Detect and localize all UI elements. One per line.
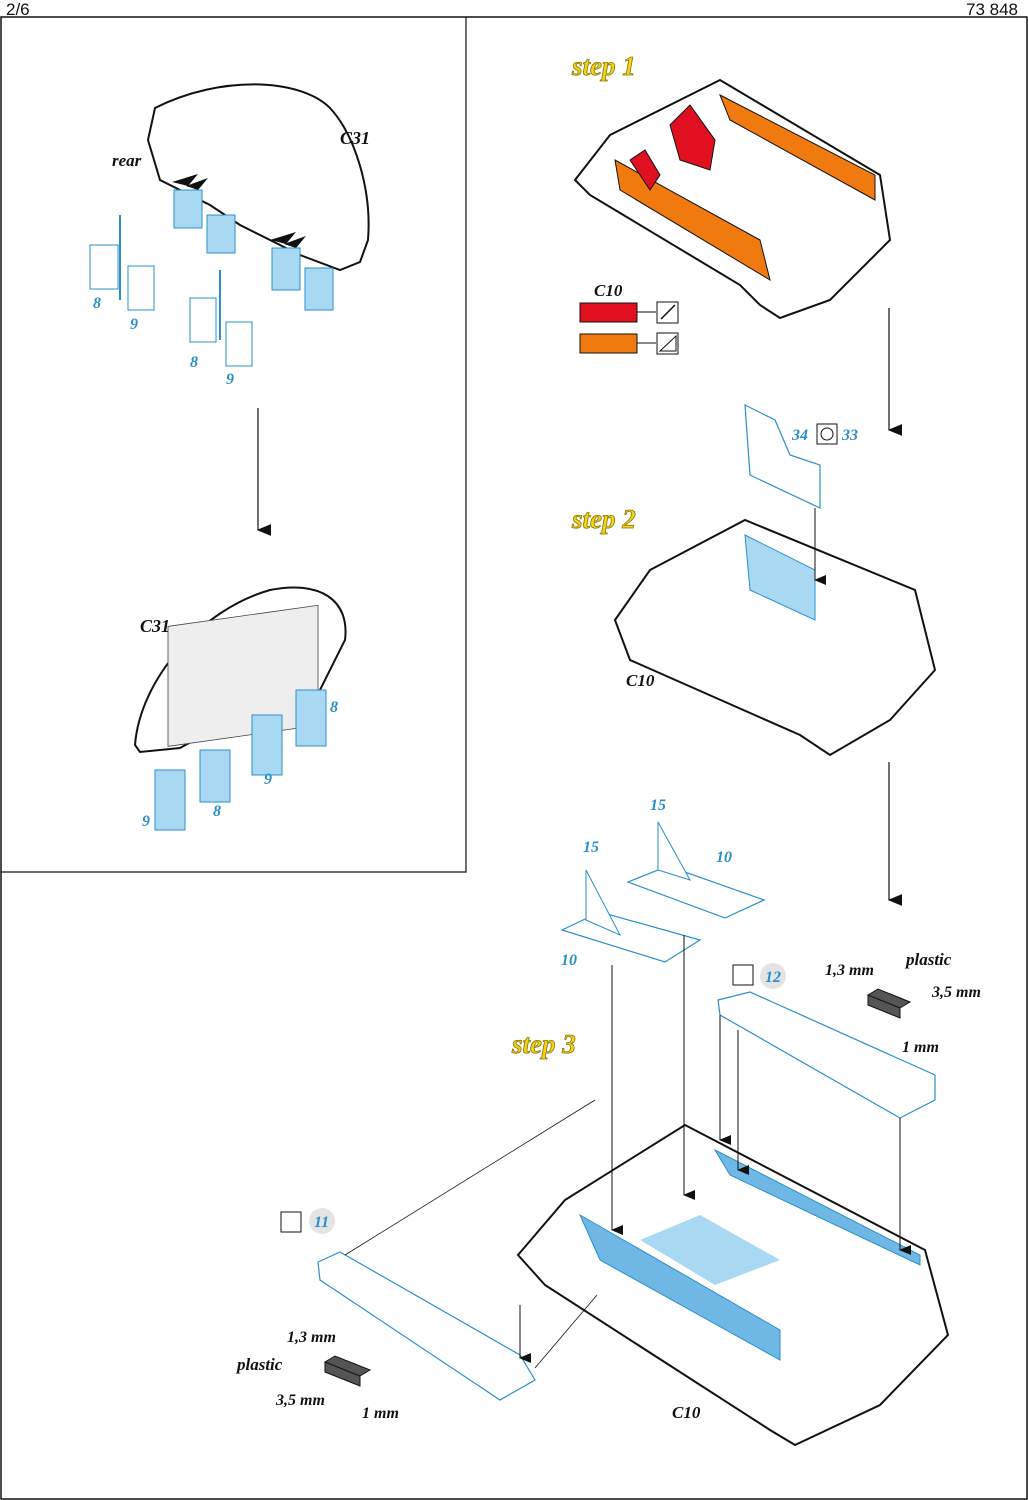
pe-label-9: 9 [142,813,150,830]
plastic-height-right: 1 mm [902,1039,939,1056]
rear-label: rear [112,151,142,170]
direction-arrow-icon [172,174,208,190]
pe-label-12: 12 [765,969,781,986]
step-2-title: step 2 [571,504,636,534]
both-sides-icon-glyph [820,427,834,441]
pe-panel-group-top [89,189,334,367]
page-number: 2/6 [6,0,30,19]
pe-badge-11 [309,1208,335,1234]
direction-arrow-icon [270,232,306,248]
plastic-width-right: 1,3 mm [825,962,874,979]
hatch-icon-glyph [658,334,677,352]
plastic-label-right: plastic [904,950,952,969]
bend-icon [280,1211,302,1233]
page-border [0,16,1028,1500]
pe-label-8: 8 [93,295,101,312]
c10-tub-step1 [573,78,892,320]
pe-label-34: 34 [791,427,808,444]
brush-icon-glyph [660,304,676,320]
pe-instrument-strip-11 [317,1251,536,1401]
pe-label-10: 10 [561,952,577,969]
leader-line [344,1099,596,1256]
pe-floor-plates [560,821,766,963]
pe-label-8: 8 [190,354,198,371]
plastic-height-left: 1 mm [362,1405,399,1422]
c10-tub-step3 [516,1123,950,1447]
left-panel-border [1,17,467,873]
plastic-length-right: 3,5 mm [931,984,981,1001]
plastic-strip-left [323,1355,372,1387]
pe-label-9: 9 [264,771,272,788]
plastic-label-left: plastic [235,1355,283,1374]
pe-label-8: 8 [213,803,221,820]
bend-icon [732,964,754,986]
plastic-width-left: 1,3 mm [287,1329,336,1346]
pe-panel-group-bottom [154,689,327,831]
plastic-length-left: 3,5 mm [275,1392,325,1409]
part-label-c31-top: C31 [340,128,370,148]
pe-badge-12 [760,963,786,989]
c31-panel-assembled [133,586,347,754]
pe-label-9: 9 [130,316,138,333]
leader-line [534,1294,598,1369]
c10-tub-step2 [613,518,937,757]
part-label-c10-step2: C10 [626,671,655,690]
pe-label-15: 15 [650,797,666,814]
step-1-title: step 1 [571,51,636,81]
pe-label-11: 11 [314,1214,329,1231]
pe-label-10: 10 [716,849,732,866]
pe-plate-34 [744,403,821,509]
pe-label-15: 15 [583,839,599,856]
sheet-code: 73 848 [966,0,1018,19]
pe-label-9: 9 [226,371,234,388]
part-label-c31-bottom: C31 [140,616,170,636]
part-label-c10-step1: C10 [594,281,623,300]
color-swatch-red [579,302,638,323]
part-label-c10-step3: C10 [672,1403,701,1422]
color-swatch-orange [579,333,638,354]
pe-label-33: 33 [841,427,858,444]
pe-label-8: 8 [330,699,338,716]
step-3-title: step 3 [511,1029,576,1059]
plastic-strip-right [866,988,912,1019]
c31-panel-top [146,83,370,272]
